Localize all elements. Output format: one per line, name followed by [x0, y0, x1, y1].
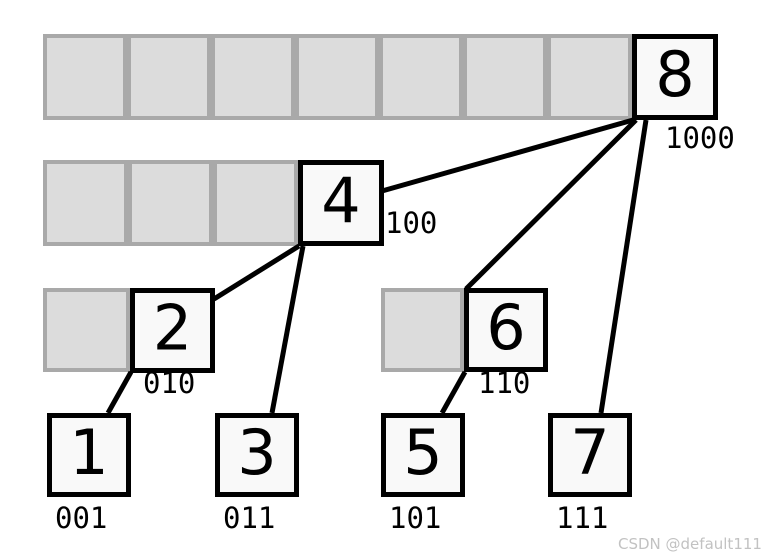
binary-labels-layer: 1000 100 010 110 001 011 101 111 [55, 121, 735, 535]
empty-cells-layer [43, 34, 632, 372]
nodes-layer: 8 4 2 6 1 3 5 7 [47, 34, 718, 497]
edge-4-to-3 [269, 245, 306, 414]
empty-cell-r1-c1 [43, 34, 127, 120]
node-3-binary-label: 011 [223, 501, 275, 535]
node-2-box[interactable] [130, 288, 215, 373]
empty-cell-r2-c3 [213, 160, 298, 246]
empty-cell-r1-c7 [547, 34, 632, 120]
node-2-digit: 2 [153, 292, 192, 365]
empty-cell-r2-c2 [128, 160, 213, 246]
edge-8-to-7 [598, 119, 649, 414]
empty-cell-r1-c6 [463, 34, 547, 120]
node-2-binary-label: 010 [143, 366, 195, 400]
edge-8-to-6 [464, 118, 638, 291]
empty-cell-r1-c5 [379, 34, 463, 120]
node-5-digit: 5 [403, 416, 442, 489]
node-8-digit: 8 [655, 38, 694, 111]
node-1-digit: 1 [69, 416, 108, 489]
node-7-binary-label: 111 [556, 501, 608, 535]
empty-cell-r3-c1 [43, 288, 130, 372]
node-1-box[interactable] [47, 413, 131, 497]
edge-8-to-4 [381, 117, 634, 194]
edge-4-to-2 [212, 243, 301, 302]
node-3-box[interactable] [215, 413, 299, 497]
edge-2-to-1 [105, 370, 134, 415]
edges-layer [105, 117, 649, 415]
edge-6-to-5 [439, 370, 468, 415]
node-4-digit: 4 [321, 164, 360, 237]
node-8-box[interactable] [632, 34, 718, 120]
empty-cell-r1-c4 [295, 34, 379, 120]
node-6-box[interactable] [464, 288, 548, 372]
node-5-box[interactable] [381, 413, 465, 497]
node-6-binary-label: 110 [478, 366, 530, 400]
node-8-binary-label: 1000 [665, 121, 735, 155]
node-4-box[interactable] [298, 160, 384, 246]
node-5-binary-label: 101 [389, 501, 441, 535]
empty-cell-r1-c2 [127, 34, 211, 120]
node-3-digit: 3 [237, 416, 276, 489]
node-6-digit: 6 [486, 291, 525, 364]
node-7-box[interactable] [548, 413, 632, 497]
node-1-binary-label: 001 [55, 501, 107, 535]
csdn-watermark: CSDN @default111 [618, 535, 762, 553]
node-7-digit: 7 [570, 416, 609, 489]
empty-cell-r1-c3 [211, 34, 295, 120]
node-4-binary-label: 100 [385, 206, 437, 240]
empty-cell-r3-c2 [381, 288, 464, 372]
empty-cell-r2-c1 [43, 160, 128, 246]
